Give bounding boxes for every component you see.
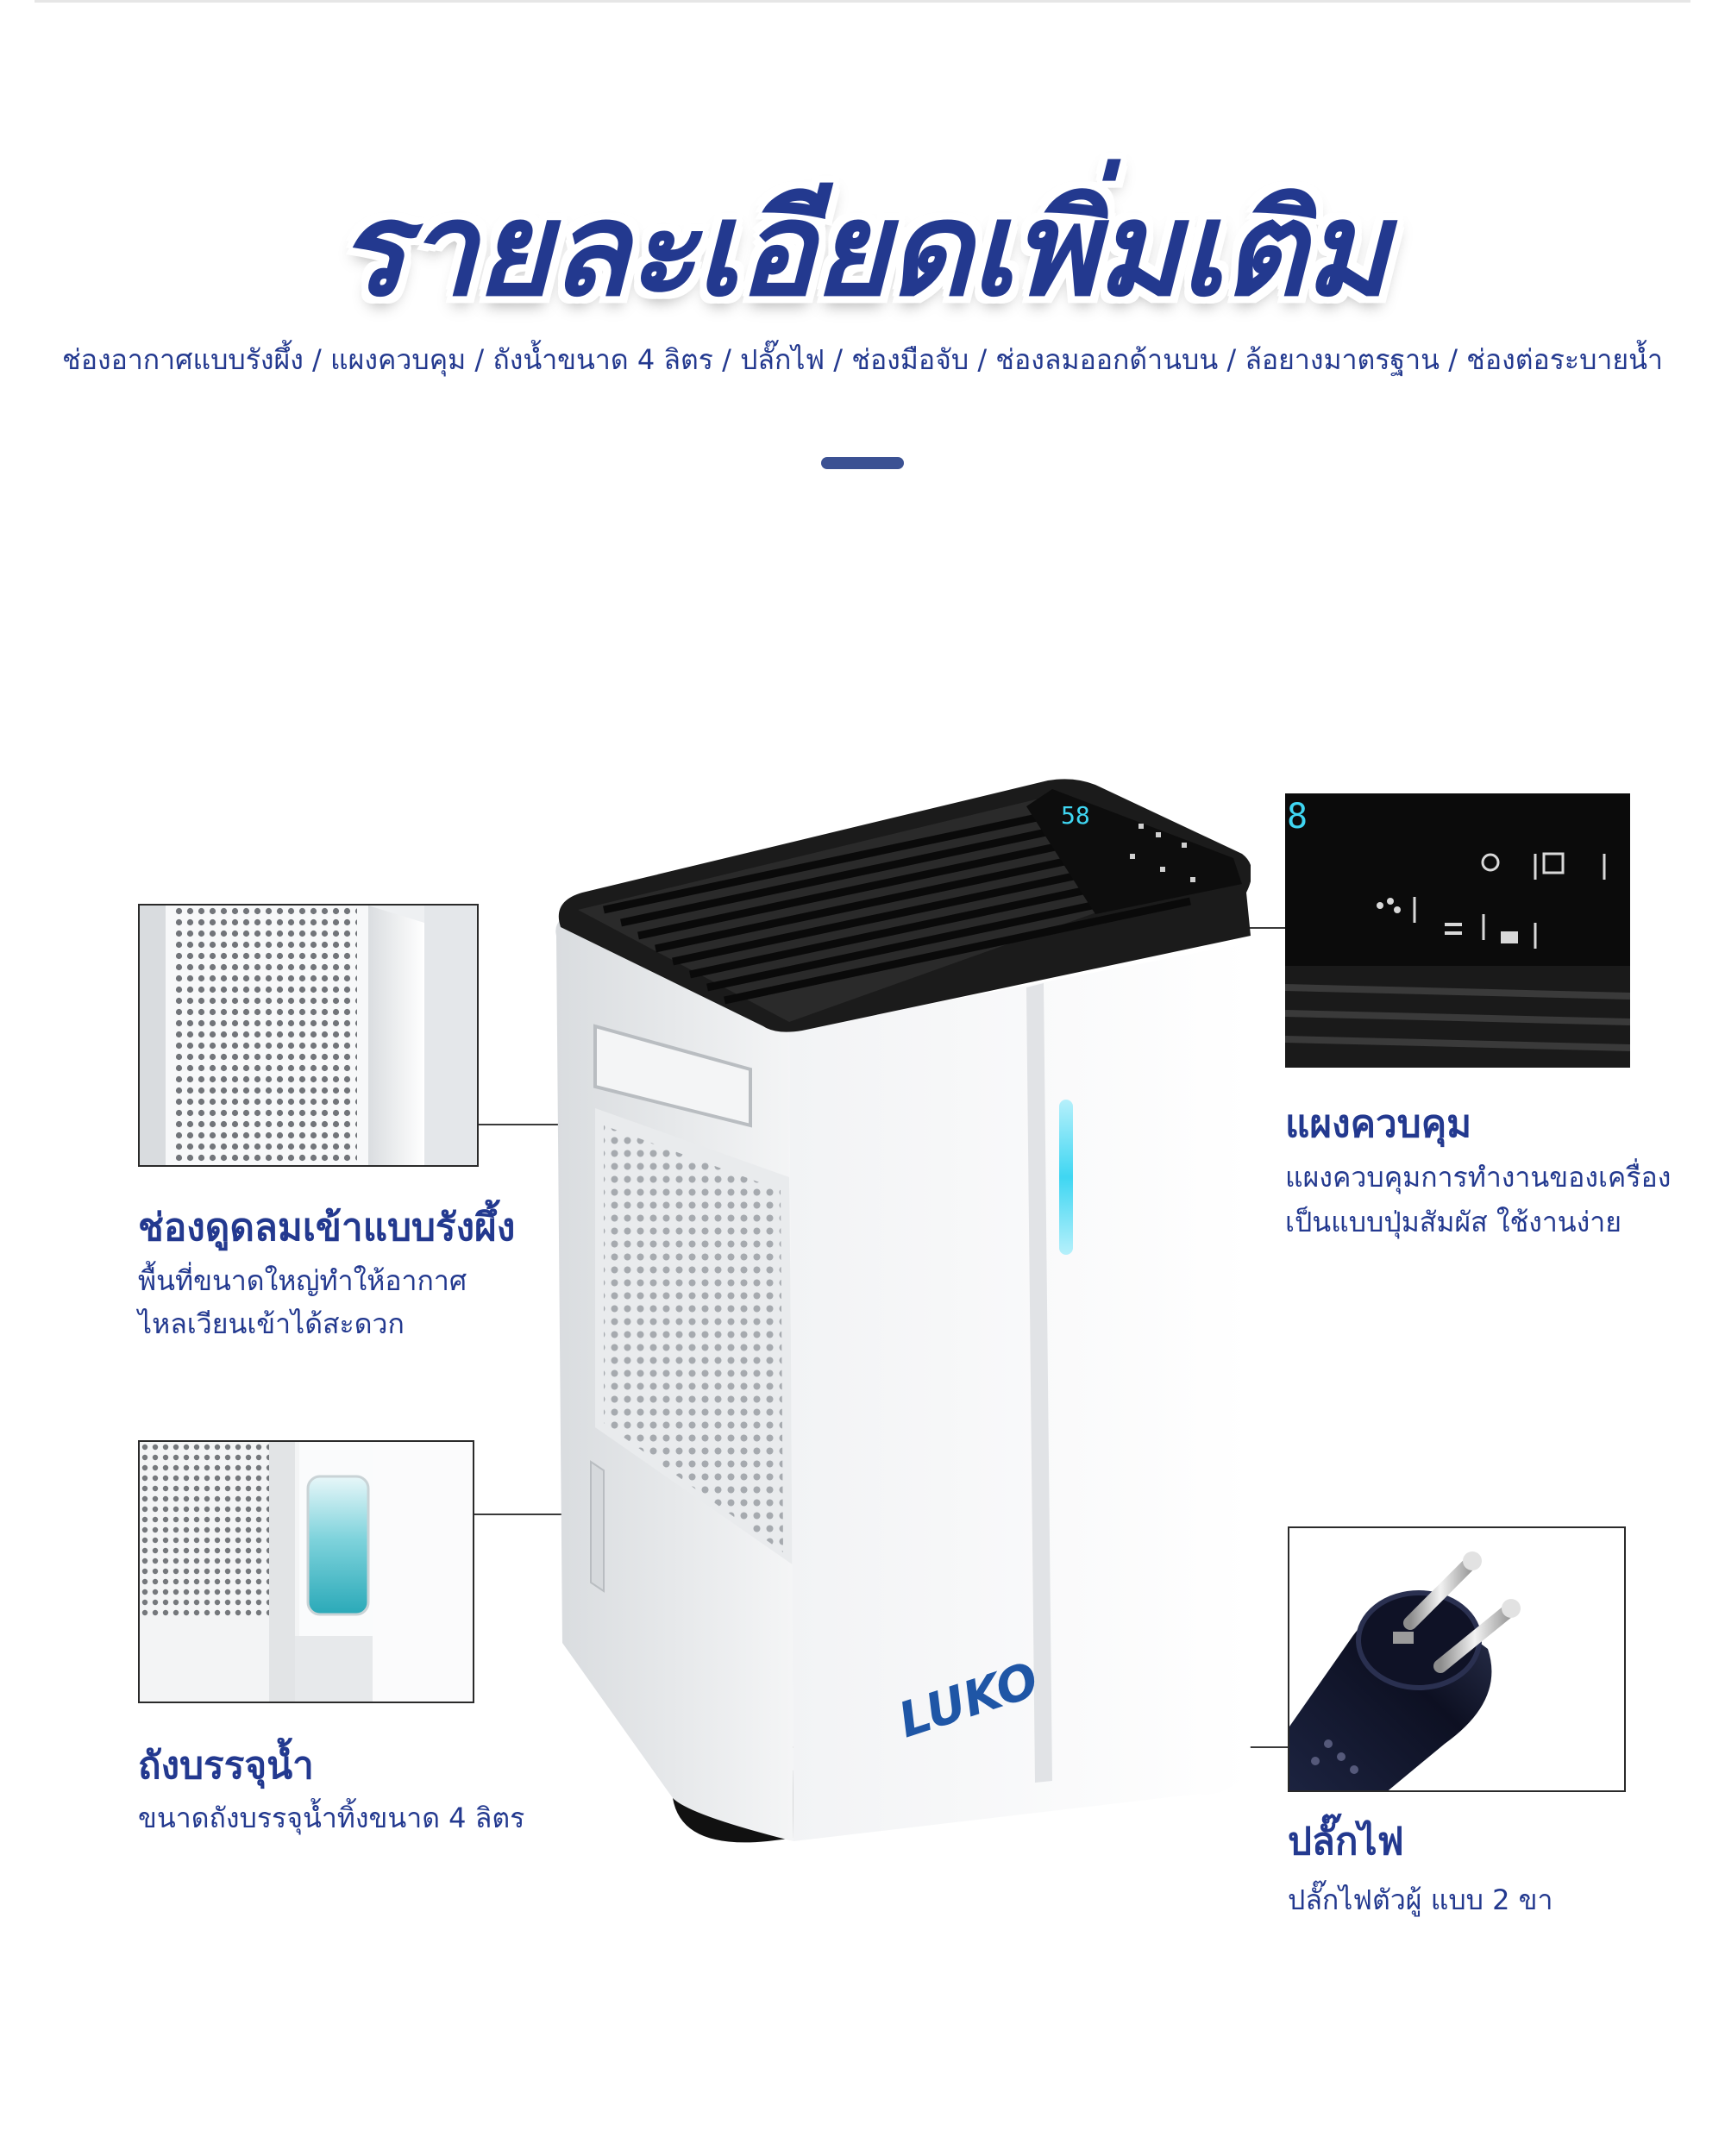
control-panel-title: แผงควบคุม: [1285, 1102, 1472, 1146]
air-intake-title: ช่องดูดลมเข้าแบบรังผึ้ง: [138, 1206, 516, 1250]
air-intake-desc-2: ไหลเวียนเข้าได้สะดวก: [138, 1307, 405, 1340]
top-rule: [34, 0, 1690, 3]
water-tank-photo: [138, 1440, 474, 1703]
dehumidifier-product: 58 LUKO: [543, 772, 1252, 1867]
plug-title: ปลั๊กไฟ: [1288, 1820, 1404, 1864]
air-intake-leader: [479, 1124, 604, 1125]
honeycomb-grille-image: [140, 906, 477, 1165]
air-intake-photo: [138, 904, 479, 1167]
water-tank-desc: ขนาดถังบรรจุน้ำทิ้งขนาด 4 ลิตร: [138, 1802, 525, 1834]
plug-image: [1289, 1551, 1521, 1790]
control-panel-photo: 8: [1285, 793, 1630, 1068]
water-tank-image: [140, 1442, 473, 1702]
dehumidifier-illustration: 58 LUKO: [555, 779, 1252, 1843]
control-panel-desc-1: แผงควบคุมการทำงานของเครื่อง: [1285, 1161, 1672, 1194]
display-readout: 58: [1061, 801, 1090, 830]
page-title: รายละเอียดเพิ่มเติม: [336, 175, 1389, 325]
plug-photo: [1288, 1526, 1626, 1792]
control-panel-desc-2: เป็นแบบปุ่มสัมผัส ใช้งานง่าย: [1285, 1206, 1622, 1238]
title-divider: [821, 457, 904, 469]
water-tank-title: ถังบรรจุน้ำ: [138, 1744, 314, 1788]
svg-text:8: 8: [1287, 797, 1308, 837]
air-intake-desc-1: พื้นที่ขนาดใหญ่ทำให้อากาศ: [138, 1264, 467, 1297]
touch-panel-image: 8: [1285, 793, 1630, 1068]
water-tank-leader: [474, 1514, 604, 1515]
plug-desc: ปลั๊กไฟตัวผู้ แบบ 2 ขา: [1288, 1883, 1553, 1916]
feature-summary: ช่องอากาศแบบรังผึ้ง / แผงควบคุม / ถังน้ำ…: [62, 343, 1663, 376]
